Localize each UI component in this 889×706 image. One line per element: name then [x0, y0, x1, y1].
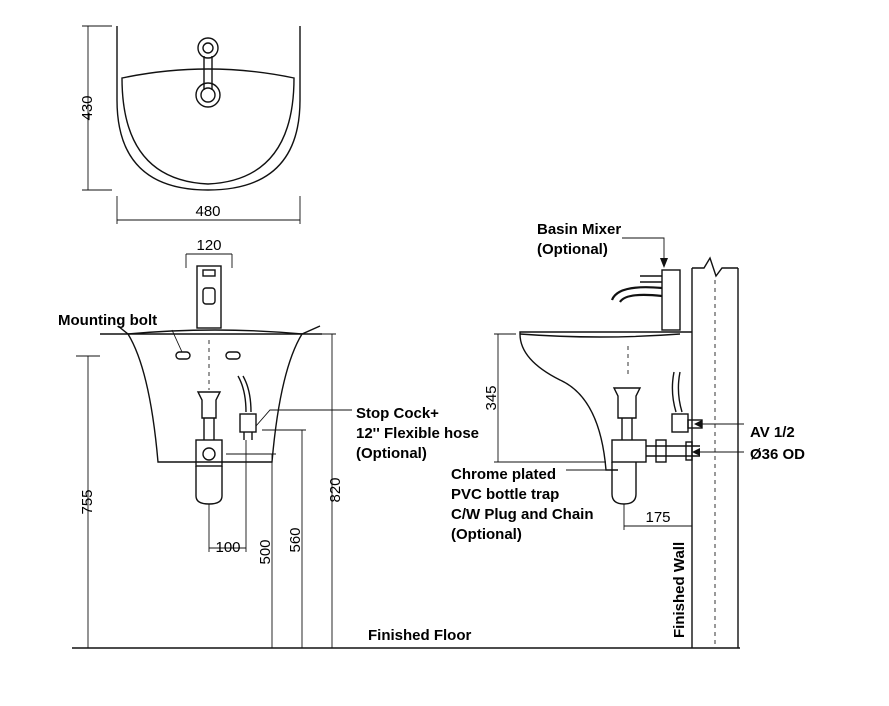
basin-rim-front	[127, 329, 303, 335]
dim-755: 755	[79, 489, 96, 514]
dim-line-500	[226, 453, 276, 648]
label-basin-mixer-2: (Optional)	[537, 241, 608, 258]
trap-outlet-front	[202, 447, 216, 461]
trap-tail-front	[203, 418, 215, 440]
label-trap-2: PVC bottle trap	[451, 486, 559, 503]
dim-120: 120	[196, 237, 221, 254]
label-stop-cock-2: 12'' Flexible hose	[356, 425, 479, 442]
flex-hose-1	[237, 375, 247, 413]
mixer-lever-side	[640, 275, 662, 283]
stop-cock-stem	[243, 432, 253, 440]
side-elevation: 345 175	[483, 237, 744, 648]
dim-175: 175	[645, 509, 670, 526]
dim-480: 480	[195, 203, 220, 220]
basin-bowl-plan	[121, 68, 295, 185]
label-stop-cock-3: (Optional)	[356, 445, 427, 462]
mounting-bolt-right	[225, 351, 241, 360]
flex-hose-2	[242, 375, 252, 413]
mixer-spout-side-2	[619, 293, 663, 303]
tap-spout-plan	[203, 56, 213, 90]
dim-line-120	[185, 253, 233, 268]
dim-line-560	[262, 429, 306, 648]
dim-345: 345	[483, 385, 500, 410]
mixer-spout-side	[610, 286, 663, 301]
dim-820: 820	[327, 477, 344, 502]
trap-body-front	[195, 439, 223, 467]
angle-valve-side	[671, 413, 689, 433]
basin-mixer-arrow	[660, 258, 668, 268]
mounting-bolt-left	[175, 351, 191, 360]
side-hose-1	[671, 371, 677, 413]
trap-waste-front	[196, 391, 222, 419]
basin-outline-plan	[116, 26, 301, 191]
label-av: AV 1/2	[750, 424, 795, 441]
stop-cock-leader	[255, 409, 352, 427]
dim-line-430	[82, 25, 112, 191]
plan-view: 430 480	[79, 25, 301, 224]
dim-500: 500	[257, 539, 274, 564]
basin-outline-front	[100, 333, 322, 463]
basin-outline-side	[519, 331, 692, 471]
side-hose-2	[677, 371, 683, 413]
trap-bottle-front	[195, 466, 223, 505]
label-mounting-bolt: Mounting bolt	[58, 312, 157, 329]
dim-line-100	[208, 440, 247, 552]
dim-430: 430	[79, 95, 96, 120]
mounting-bolt-leader	[171, 329, 183, 353]
dim-line-480	[116, 196, 301, 224]
dim-line-820	[322, 333, 336, 648]
trap-outlet-pipe	[646, 445, 700, 457]
wall-break	[692, 256, 738, 278]
label-trap-1: Chrome plated	[451, 466, 556, 483]
label-od: Ø36 OD	[750, 446, 805, 463]
trap-flange	[685, 441, 693, 461]
mixer-handle-front	[202, 269, 216, 277]
label-finished-wall: Finished Wall	[671, 542, 688, 638]
trap-waste-side	[612, 387, 642, 419]
dim-560: 560	[287, 527, 304, 552]
stop-cock-body	[239, 413, 257, 433]
dim-line-175	[623, 504, 693, 530]
od-arrow	[692, 448, 700, 456]
label-trap-3: C/W Plug and Chain	[451, 506, 594, 523]
label-finished-floor: Finished Floor	[368, 627, 471, 644]
waste-inner-plan	[200, 87, 216, 103]
basin-mixer-leader	[622, 237, 665, 266]
label-stop-cock-1: Stop Cock+	[356, 405, 439, 422]
front-elevation: 120 755 100 500 560	[76, 237, 352, 648]
dim-line-345	[494, 333, 606, 463]
mixer-body-side	[661, 269, 681, 331]
tap-hole-inner	[202, 42, 214, 54]
trap-tail-side	[621, 418, 633, 440]
basin-rim-side	[519, 333, 681, 338]
trap-nut	[655, 439, 667, 463]
trap-body-side	[611, 439, 647, 463]
label-trap-4: (Optional)	[451, 526, 522, 543]
trap-bottle-side	[611, 462, 637, 505]
mixer-outlet-front	[202, 287, 216, 305]
mixer-body-front	[196, 265, 222, 329]
av-arrow	[694, 420, 702, 428]
dim-line-755	[76, 355, 100, 648]
waste-outer-plan	[195, 82, 221, 108]
tap-hole-circle	[197, 37, 219, 59]
label-basin-mixer-1: Basin Mixer	[537, 221, 621, 238]
basin-top-front	[117, 325, 321, 335]
dim-100: 100	[215, 539, 240, 556]
